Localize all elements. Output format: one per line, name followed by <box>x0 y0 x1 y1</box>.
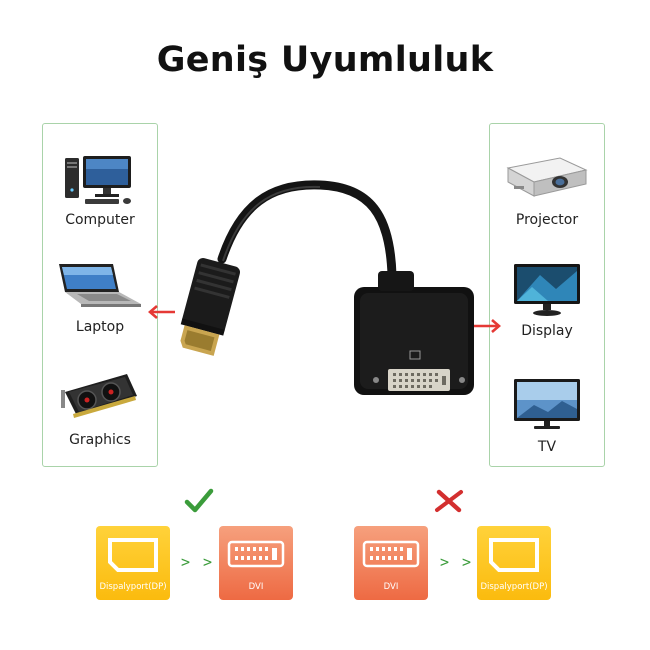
device-label-computer: Computer <box>65 212 135 228</box>
dvi-badge-label: DVI <box>383 582 399 592</box>
monitor-icon <box>514 264 580 316</box>
displayport-to-dvi-adapter-image <box>180 180 474 395</box>
device-label-projector: Projector <box>515 212 579 228</box>
projector-icon <box>506 157 588 197</box>
dvi-badge-label: DVI <box>248 582 264 592</box>
dp-badge-unsupported: Dispalyport(DP) <box>477 526 551 600</box>
right-pointer-arrow-icon <box>474 319 501 333</box>
device-label-graphics: Graphics <box>69 432 131 448</box>
laptop-icon <box>59 264 141 307</box>
check-icon <box>184 488 214 513</box>
cross-icon <box>435 489 463 513</box>
dvi-port-icon <box>362 540 420 568</box>
displayport-icon <box>108 538 158 572</box>
dp-badge-label: Dispalyport(DP) <box>99 582 167 592</box>
left-pointer-arrow-icon <box>148 305 175 319</box>
device-label-display: Display <box>521 323 573 339</box>
direction-arrows: > > <box>181 553 215 571</box>
dvi-badge-unsupported: DVI <box>354 526 428 600</box>
direction-arrows: > > <box>440 553 474 571</box>
device-label-tv: TV <box>537 439 557 455</box>
dvi-port-icon <box>227 540 285 568</box>
dvi-badge-supported: DVI <box>219 526 293 600</box>
target-devices-panel: Projector Display TV <box>489 123 605 467</box>
dp-badge-supported: Dispalyport(DP) <box>96 526 170 600</box>
displayport-icon <box>489 538 539 572</box>
computer-icon <box>65 156 131 204</box>
page-title: Geniş Uyumluluk <box>156 40 494 80</box>
tv-icon <box>514 379 580 429</box>
dp-badge-label: Dispalyport(DP) <box>480 582 548 592</box>
source-devices-panel: Computer Laptop Graphics <box>42 123 158 467</box>
graphics-card-icon <box>61 374 137 418</box>
device-label-laptop: Laptop <box>75 319 125 335</box>
